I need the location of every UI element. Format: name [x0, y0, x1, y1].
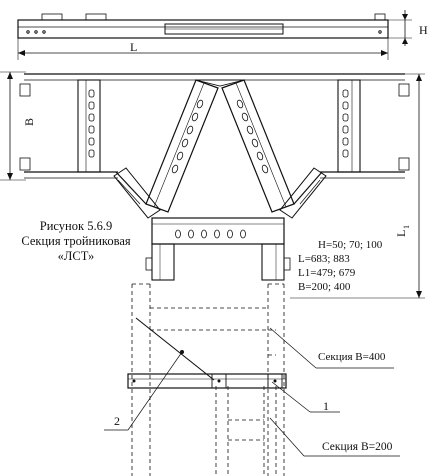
lower-connection	[127, 283, 287, 476]
callout-1: 1	[323, 399, 329, 413]
side-view-tab-right	[374, 13, 386, 21]
adapter-clamp-right	[267, 373, 283, 389]
tee-branch-block	[145, 217, 291, 281]
b-dimension-label: B	[22, 118, 36, 126]
leader-b200	[269, 417, 305, 457]
left-arm-slots	[171, 99, 204, 174]
side-view-tab-left	[41, 13, 63, 21]
diagonal-strip	[135, 317, 215, 381]
figure-caption: Рисунок 5.6.9 Секция тройниковая «ЛСТ»	[21, 219, 131, 263]
right-arm-slots	[236, 99, 269, 174]
caption-line-2: Секция тройниковая	[21, 234, 131, 248]
leader-b400	[269, 327, 317, 369]
plan-view: B	[0, 71, 425, 299]
callout-section-b400: Секция B=400	[318, 351, 386, 363]
svg-text:L: L	[394, 230, 408, 237]
end-plate-right-top	[398, 83, 410, 97]
section-b200-outline	[215, 329, 277, 476]
right-rung-slots	[342, 89, 349, 158]
side-view-outline	[17, 19, 389, 39]
caption-line-3: «ЛСТ»	[58, 249, 95, 263]
left-rung-panel	[77, 79, 101, 173]
side-view: H L	[17, 10, 428, 60]
callout-2: 2	[114, 414, 120, 428]
spec-h: H=50; 70; 100	[318, 239, 383, 251]
callouts: Секция B=400 1 Секция B=200 2	[104, 327, 400, 457]
svg-text:1: 1	[402, 225, 411, 229]
spec-list: H=50; 70; 100 L=683; 883 L1=479; 679 B=2…	[298, 239, 383, 293]
branch-slots	[175, 229, 246, 239]
callout-section-b200: Секция B=200	[322, 441, 393, 453]
spec-l1: L1=479; 679	[298, 267, 356, 279]
end-plate-left-bottom	[19, 157, 31, 171]
branch-leg-right	[261, 243, 285, 281]
right-diagonal-arm	[221, 79, 327, 219]
leader-2	[127, 351, 183, 431]
section-b400-outline	[131, 283, 285, 476]
left-diagonal-arm	[113, 79, 219, 219]
adapter-plate	[127, 373, 287, 389]
end-plate-left-top	[19, 83, 31, 97]
branch-leg-left	[151, 243, 175, 281]
h-dimension-label: H	[419, 23, 428, 37]
spec-b: B=200; 400	[298, 281, 351, 293]
caption-line-1: Рисунок 5.6.9	[40, 219, 112, 233]
branch-crossbar	[151, 217, 285, 245]
right-rung-panel	[337, 79, 361, 173]
l-dimension-label: L	[130, 40, 137, 54]
apex-joint	[195, 79, 245, 87]
adapter-clamp-mid	[211, 373, 227, 389]
left-rung-slots	[88, 89, 95, 158]
spec-l: L=683; 883	[298, 253, 350, 265]
l1-dimension-label: L 1	[394, 225, 411, 237]
side-view-tab-mid	[85, 13, 107, 21]
leader-1	[271, 381, 311, 413]
end-plate-right-bottom	[398, 157, 410, 171]
